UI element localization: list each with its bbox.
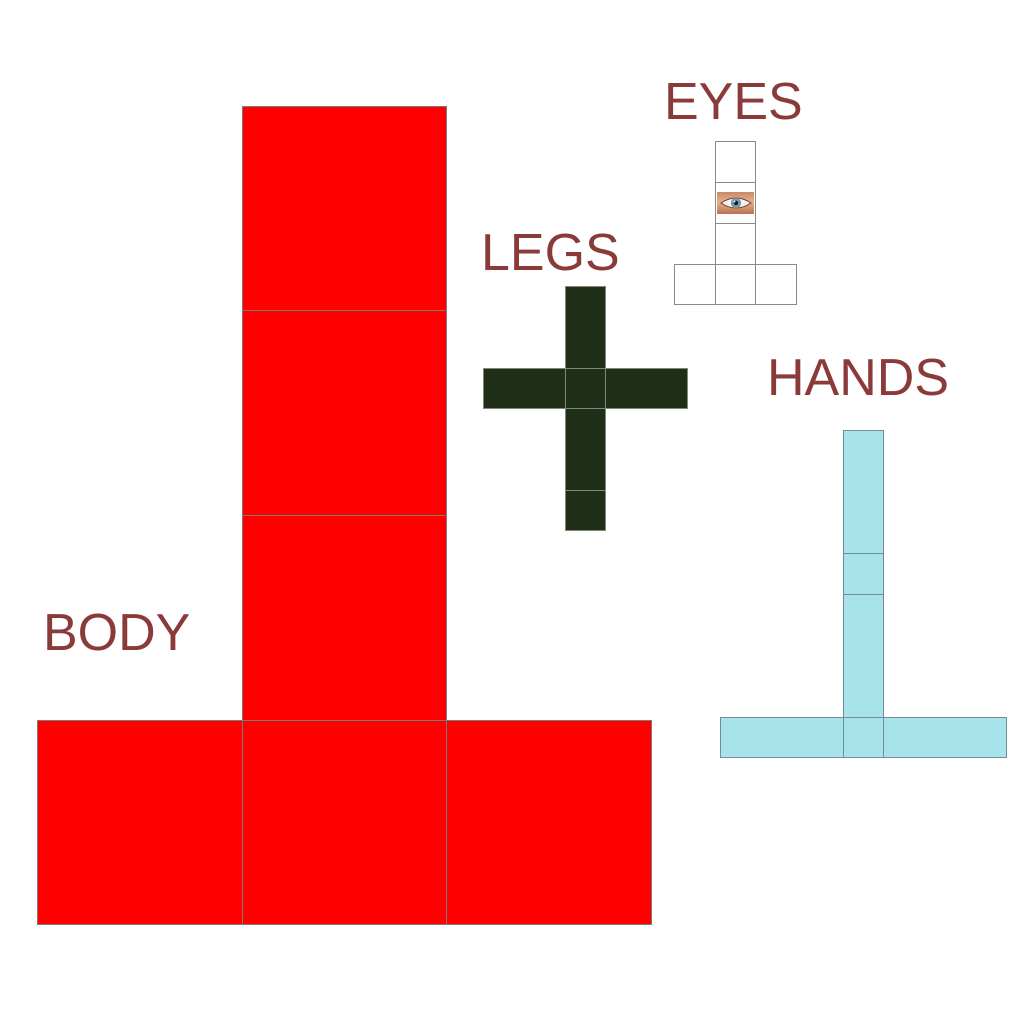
- label-body: BODY: [43, 607, 190, 659]
- hands-face-right: [883, 717, 1007, 758]
- label-legs: LEGS: [481, 227, 620, 279]
- eyes-face-right: [755, 264, 797, 305]
- eye-icon: [717, 192, 754, 214]
- legs-face-bottom: [565, 490, 606, 531]
- body-face-upper: [242, 310, 447, 516]
- body-face-center: [242, 720, 447, 925]
- body-face-middle: [242, 515, 447, 721]
- label-eyes: EYES: [664, 76, 803, 128]
- legs-face-center: [565, 368, 606, 409]
- legs-face-right: [605, 368, 688, 409]
- eyes-face-top: [715, 141, 756, 183]
- legs-face-lower: [565, 408, 606, 491]
- body-face-top: [242, 106, 447, 311]
- eyes-face-front: [715, 182, 756, 224]
- legs-face-top: [565, 286, 606, 369]
- label-hands: HANDS: [767, 352, 949, 404]
- hands-face-left: [720, 717, 844, 758]
- body-face-right: [446, 720, 652, 925]
- eyes-face-left: [674, 264, 716, 305]
- hands-face-top: [843, 430, 884, 554]
- hands-face-lower: [843, 594, 884, 718]
- eyes-face-center: [715, 264, 756, 305]
- body-face-left: [37, 720, 243, 925]
- legs-face-left: [483, 368, 566, 409]
- hands-face-upper: [843, 553, 884, 595]
- eyes-face-middle: [715, 223, 756, 265]
- hands-face-center: [843, 717, 884, 758]
